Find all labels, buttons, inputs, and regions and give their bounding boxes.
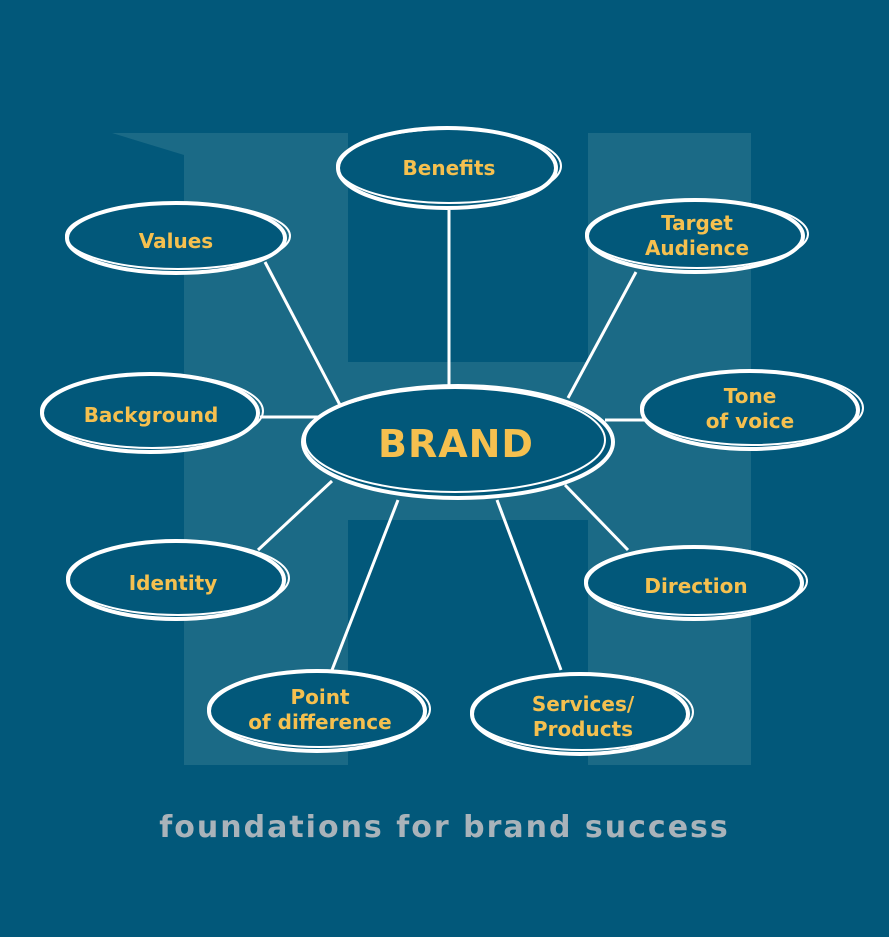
node-point-of-difference-label-1: Point bbox=[290, 685, 349, 709]
connector-direction bbox=[563, 483, 630, 552]
connectors bbox=[256, 210, 645, 671]
caption: foundations for brand success bbox=[159, 810, 730, 845]
connector-values bbox=[263, 261, 342, 406]
center-node-brand: BRAND bbox=[301, 384, 615, 500]
node-target-audience-label-2: Audience bbox=[645, 236, 749, 260]
node-direction: Direction bbox=[584, 545, 808, 621]
node-benefits-label: Benefits bbox=[403, 156, 496, 180]
node-direction-label: Direction bbox=[644, 574, 747, 598]
node-target-audience-label-1: Target bbox=[661, 211, 733, 235]
node-benefits: Benefits bbox=[336, 126, 562, 210]
node-services-products-label-1: Services/ bbox=[532, 692, 635, 716]
node-tone-of-voice-label-2: of voice bbox=[706, 409, 794, 433]
node-values: Values bbox=[65, 201, 291, 275]
node-identity: Identity bbox=[66, 539, 290, 621]
node-tone-of-voice: Tone of voice bbox=[640, 369, 864, 451]
connector-services-products bbox=[495, 499, 563, 671]
node-tone-of-voice-label-1: Tone bbox=[724, 384, 777, 408]
node-values-label: Values bbox=[139, 229, 213, 253]
node-background: Background bbox=[40, 372, 264, 454]
connector-target-audience bbox=[566, 271, 638, 399]
node-background-label: Background bbox=[84, 403, 219, 427]
connector-point-of-difference bbox=[330, 499, 400, 671]
connector-identity bbox=[256, 479, 334, 552]
node-identity-label: Identity bbox=[129, 571, 218, 595]
node-target-audience: Target Audience bbox=[585, 198, 809, 274]
node-point-of-difference-label-2: of difference bbox=[248, 710, 391, 734]
node-services-products: Services/ Products bbox=[470, 672, 694, 756]
node-services-products-label-2: Products bbox=[533, 717, 633, 741]
node-point-of-difference: Point of difference bbox=[207, 669, 431, 753]
center-label: BRAND bbox=[378, 422, 534, 466]
